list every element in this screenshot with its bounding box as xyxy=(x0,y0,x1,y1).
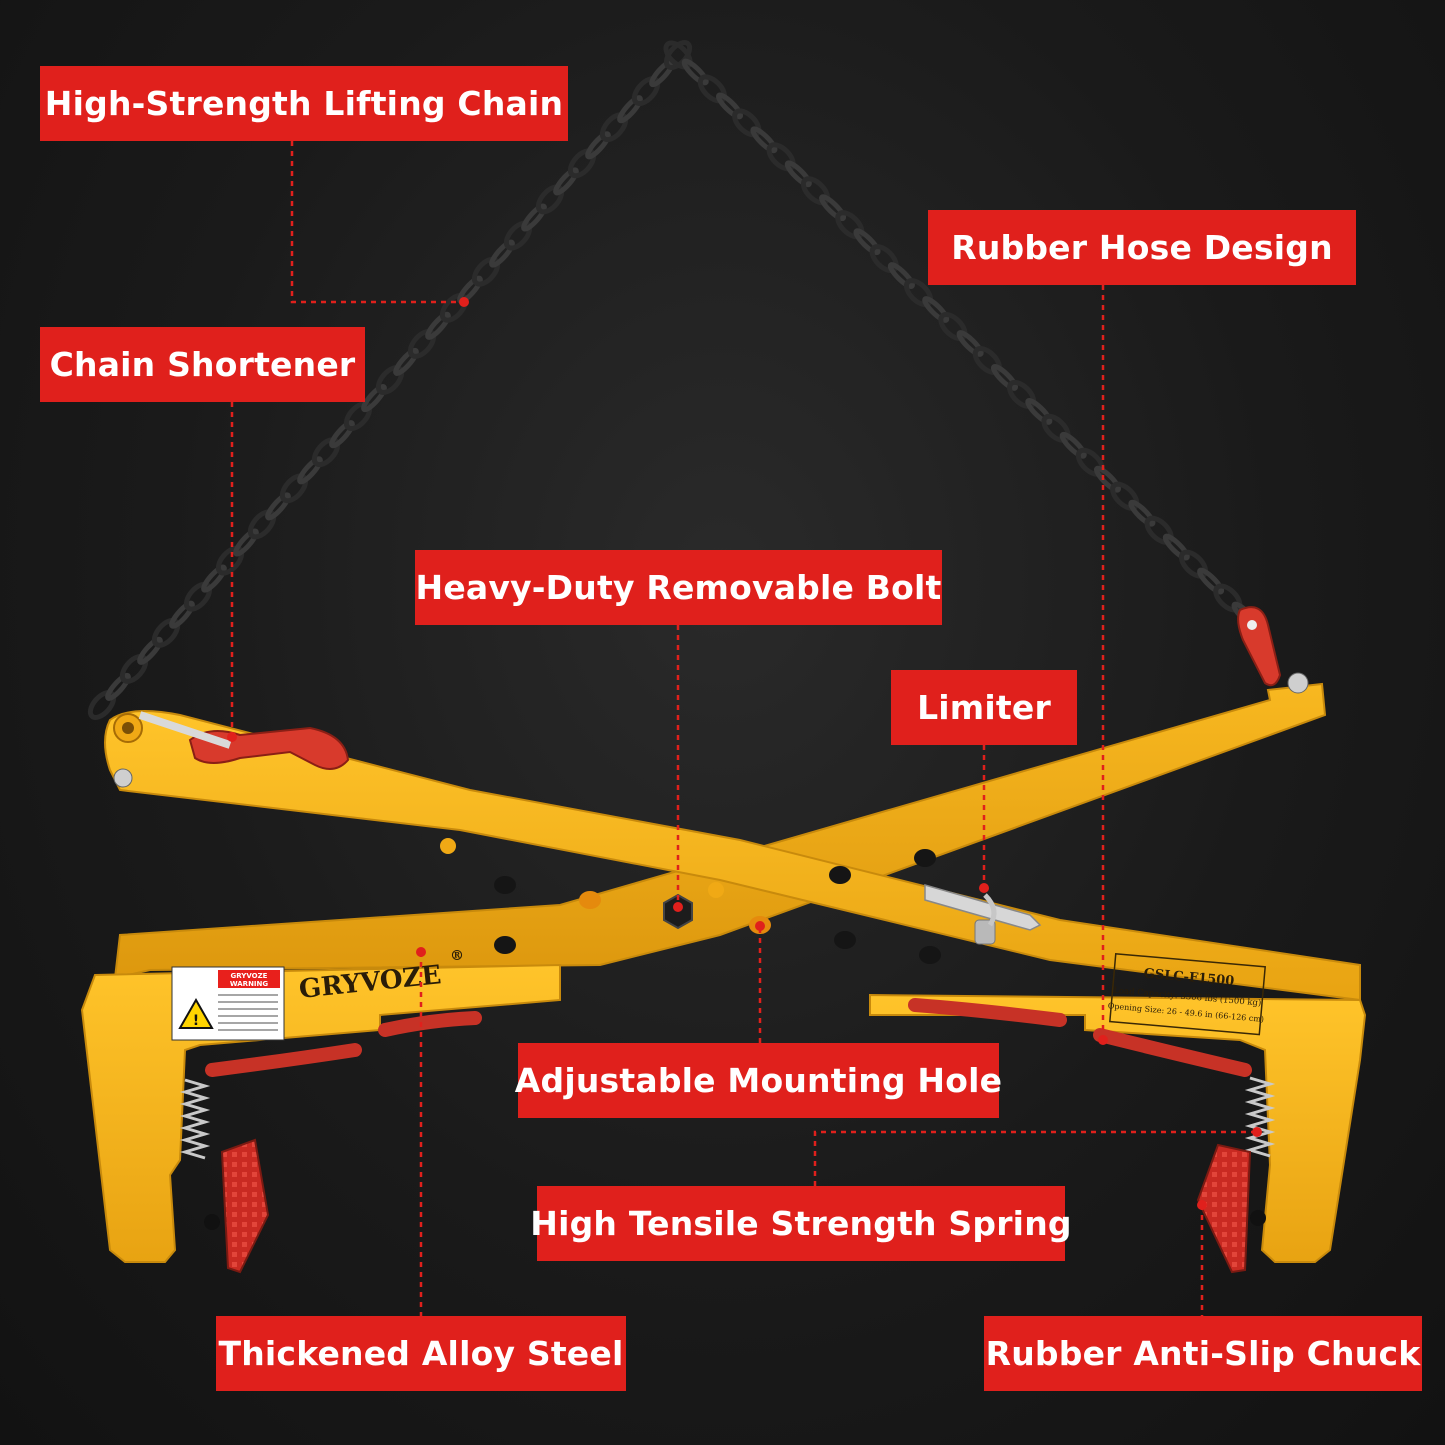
chain-link xyxy=(599,112,629,143)
chain-link xyxy=(903,278,934,308)
chain-link xyxy=(819,194,847,222)
chain-link xyxy=(715,92,744,120)
chain-link xyxy=(938,312,968,341)
chain-link xyxy=(732,108,762,138)
chain-link xyxy=(279,473,309,504)
callout-chain-shortener: Chain Shortener xyxy=(40,327,365,402)
chain-link xyxy=(1128,499,1156,527)
chain-link xyxy=(649,59,675,88)
chain-link xyxy=(439,292,469,323)
chain-link xyxy=(343,401,373,432)
callout-removable-bolt: Heavy-Duty Removable Bolt xyxy=(415,550,942,625)
callout-mounting-hole: Adjustable Mounting Hole xyxy=(515,1043,1002,1118)
chain-link xyxy=(215,545,245,576)
chain-link xyxy=(233,528,259,557)
chain-link xyxy=(617,95,643,124)
chain-link xyxy=(887,262,915,290)
chain-link xyxy=(265,492,291,521)
chain-link xyxy=(311,437,341,468)
rubber-hoses xyxy=(205,998,1252,1077)
chain-link xyxy=(137,636,163,665)
chain-link xyxy=(329,420,355,449)
chain-link xyxy=(1162,533,1190,561)
chain-link xyxy=(800,176,831,206)
chain-link xyxy=(105,672,131,701)
chain-link xyxy=(297,456,323,485)
chain-connector-right xyxy=(1237,606,1282,687)
warning-title: WARNING xyxy=(230,980,269,988)
chain-link xyxy=(1178,549,1209,579)
callout-anti-slip-chuck: Rubber Anti-Slip Chuck xyxy=(984,1316,1422,1391)
chain-link xyxy=(972,346,1002,375)
chain-link xyxy=(489,239,515,268)
chain-link xyxy=(247,509,277,540)
chain-link xyxy=(681,58,709,86)
leader-lines xyxy=(230,141,1257,1316)
limiter-pin xyxy=(924,884,1042,945)
callout-lifting-chain: High-Strength Lifting Chain xyxy=(40,66,568,141)
chain-link xyxy=(471,256,501,287)
chain-link xyxy=(375,365,405,395)
callout-rubber-hose: Rubber Hose Design xyxy=(928,210,1356,285)
chain-link xyxy=(201,564,227,593)
springs xyxy=(179,1076,1276,1160)
chain-link xyxy=(1059,431,1087,459)
chain-link xyxy=(393,347,419,376)
chain-link xyxy=(1213,583,1243,613)
warning-sticker: GRYVOZE WARNING ! xyxy=(171,966,285,1041)
chain-link xyxy=(784,160,812,188)
chain-link xyxy=(151,617,181,648)
chain-link xyxy=(835,210,865,240)
chain-link xyxy=(1093,465,1122,493)
callout-spring: High Tensile Strength Spring xyxy=(530,1186,1072,1261)
chain-link xyxy=(1197,567,1225,595)
chain-link xyxy=(567,148,597,179)
brand-mark: ® xyxy=(450,948,464,964)
chain-link xyxy=(750,126,778,154)
chain-link xyxy=(1110,481,1140,511)
chain-link xyxy=(956,330,984,357)
chain-link xyxy=(585,131,611,160)
chain-link xyxy=(1025,397,1053,425)
callout-alloy-steel: Thickened Alloy Steel xyxy=(216,1316,626,1391)
chain-link xyxy=(521,203,547,232)
chain-link xyxy=(697,74,727,104)
warning-brand: GRYVOZE xyxy=(231,972,268,980)
leader-dots xyxy=(227,297,1262,1210)
chain-link xyxy=(1075,447,1105,477)
lifting-chain xyxy=(87,40,1259,720)
callout-limiter: Limiter xyxy=(891,670,1077,745)
chain-link xyxy=(361,384,387,413)
chain-link xyxy=(663,40,693,70)
chain-link xyxy=(922,296,950,323)
chain-link xyxy=(87,690,117,720)
chain-link xyxy=(1144,515,1174,545)
chain-link xyxy=(119,653,149,684)
chain-link xyxy=(869,244,899,274)
chain-link xyxy=(766,142,796,172)
chain-link xyxy=(407,328,437,359)
mounting-holes xyxy=(440,838,941,964)
chain-link xyxy=(1007,379,1037,409)
warning-triangle-icon xyxy=(178,997,214,1029)
chain-link xyxy=(631,76,661,107)
chain-link xyxy=(553,167,579,196)
chain-link xyxy=(503,220,533,251)
chain-link xyxy=(425,311,451,340)
chain-link xyxy=(183,581,213,612)
upper-beam xyxy=(104,710,1367,1263)
chain-link xyxy=(169,600,195,629)
chain-link xyxy=(853,228,881,256)
chain-link xyxy=(1041,413,1071,443)
rubber-chucks xyxy=(204,1138,1266,1274)
chain-link xyxy=(535,184,565,215)
chain-link xyxy=(990,363,1019,391)
svg-text:!: ! xyxy=(193,1013,199,1029)
